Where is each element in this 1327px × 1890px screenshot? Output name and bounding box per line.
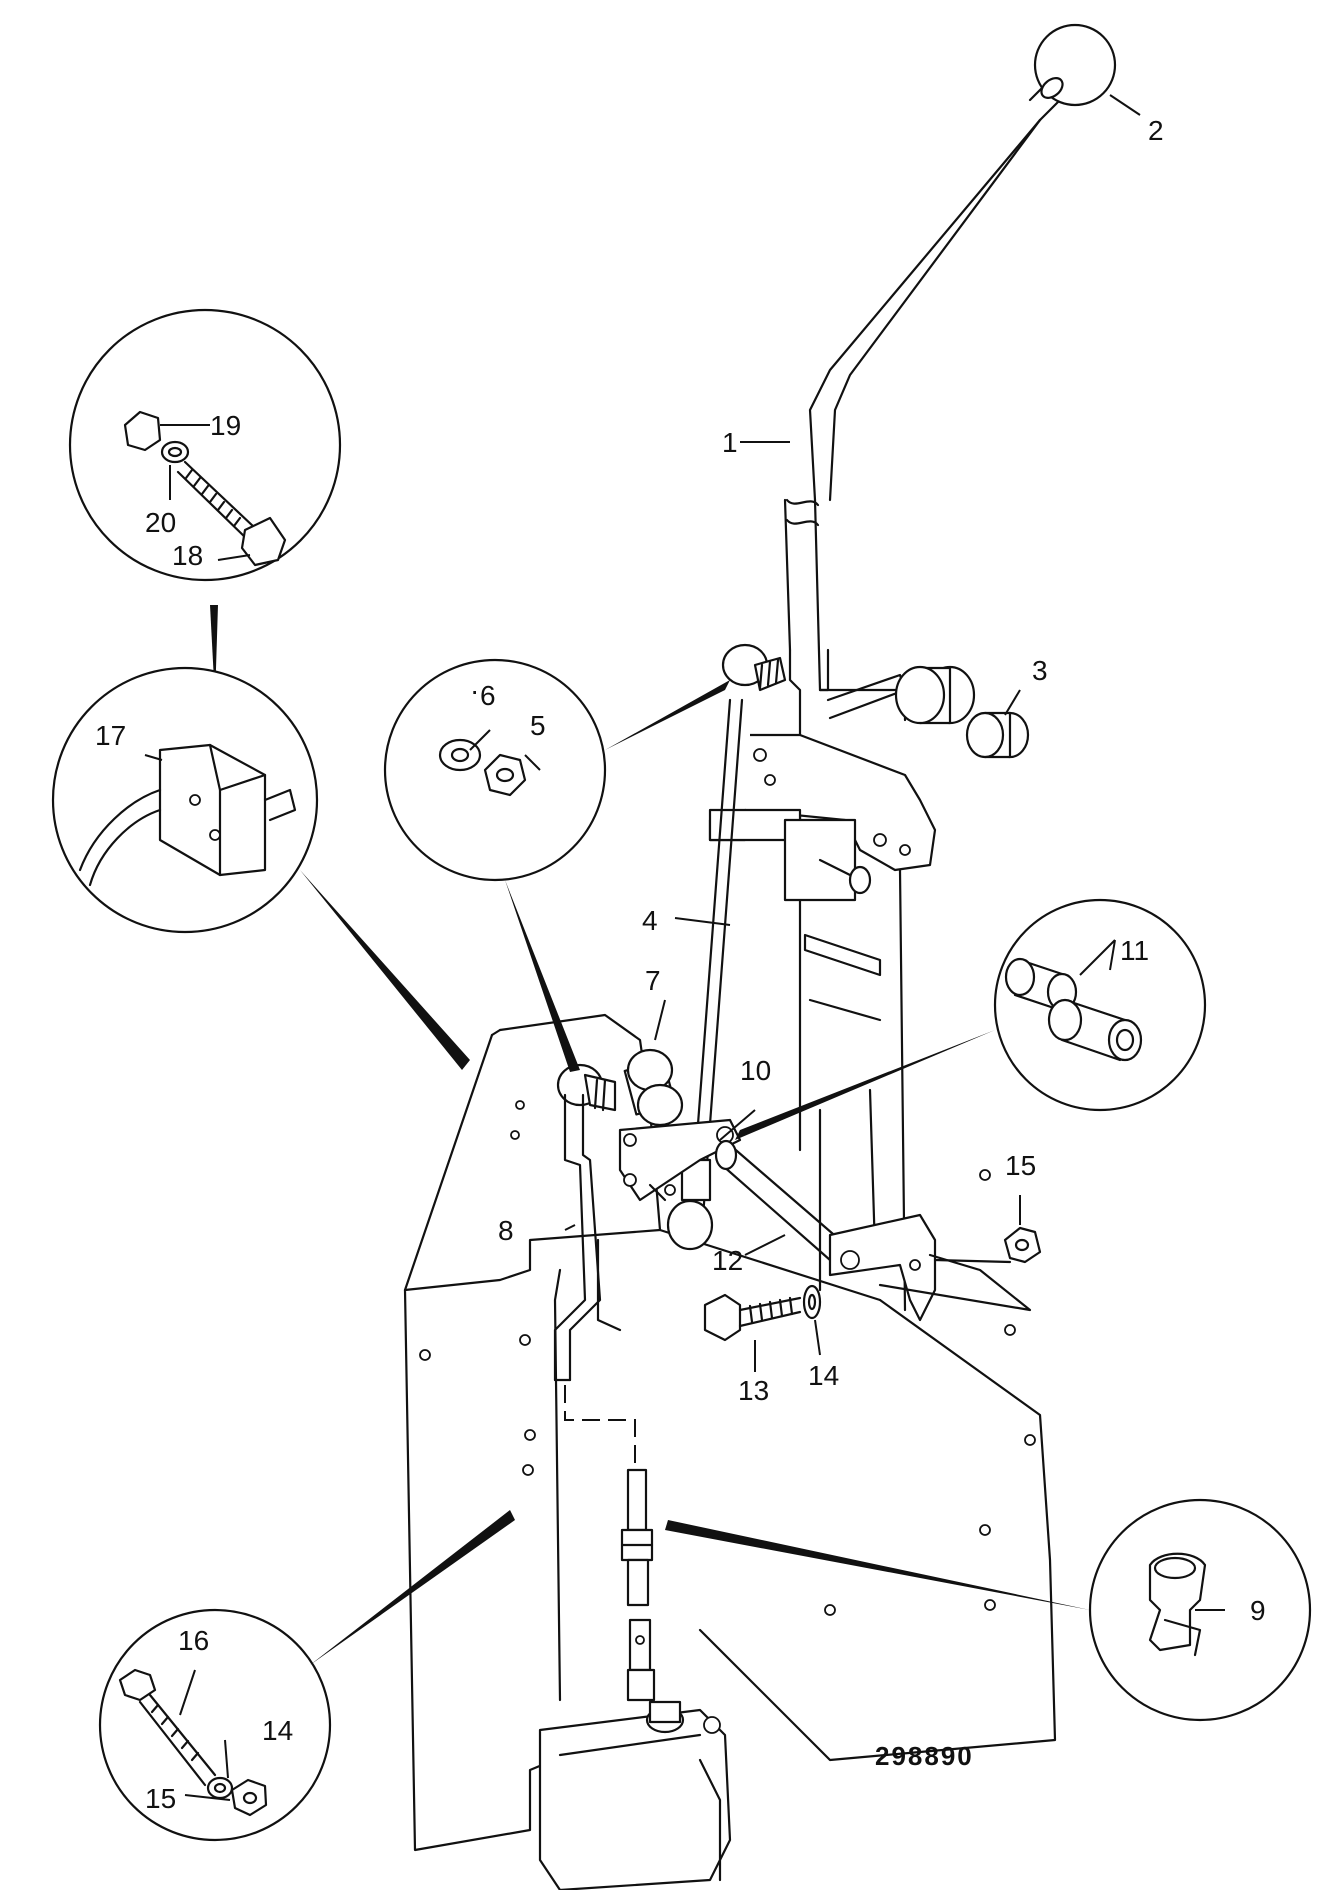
callout-19: 19 xyxy=(210,410,241,441)
bolt-13 xyxy=(703,1284,822,1342)
nut-15-main xyxy=(1003,1226,1042,1264)
detail-leader-1 xyxy=(210,605,218,700)
lever-knob xyxy=(1033,23,1117,107)
callout-14: 14 xyxy=(808,1360,839,1391)
detail-leader-4 xyxy=(505,880,580,1072)
detail-nut-washer xyxy=(383,658,607,882)
callout-6: 6 xyxy=(480,680,496,711)
plate-bushing xyxy=(623,1048,684,1127)
callout-13: 13 xyxy=(738,1375,769,1406)
callout-6-dot: · xyxy=(470,675,479,706)
detail-block xyxy=(51,666,319,934)
callout-11: 11 xyxy=(1120,935,1149,966)
detail-leader-3 xyxy=(605,680,730,750)
detail-leader-7 xyxy=(310,1510,515,1665)
callout-7: 7 xyxy=(645,965,661,996)
callout-10: 10 xyxy=(740,1055,771,1086)
callout-4: 4 xyxy=(642,905,658,936)
callout-18: 18 xyxy=(172,540,203,571)
detail-leader-5 xyxy=(735,1030,995,1140)
detail-leader-2 xyxy=(300,870,470,1070)
callout-15: 15 xyxy=(1005,1150,1036,1181)
link-rod xyxy=(553,1063,617,1382)
callout-14-detail: 14 xyxy=(262,1715,293,1746)
gear-lever-shaft xyxy=(783,78,1062,692)
callout-1: 1 xyxy=(722,427,738,458)
drawing-number: 298890 xyxy=(875,1741,974,1771)
callout-2: 2 xyxy=(1148,115,1164,146)
leader-lines xyxy=(144,94,1225,1801)
bushings xyxy=(826,665,1030,759)
callout-9: 9 xyxy=(1250,1595,1266,1626)
callout-15-detail: 15 xyxy=(145,1783,176,1814)
callout-5: 5 xyxy=(530,710,546,741)
detail-bolt-assembly xyxy=(68,308,342,582)
detail-bushing-pair xyxy=(993,898,1207,1112)
detail-leader-6 xyxy=(665,1520,1090,1610)
actuator-box xyxy=(538,1700,732,1890)
callout-8: 8 xyxy=(498,1215,514,1246)
callout-12: 12 xyxy=(712,1245,743,1276)
pivot-shaft xyxy=(714,1139,1032,1322)
cable-connector xyxy=(620,1468,656,1702)
callout-17: 17 xyxy=(95,720,126,751)
callout-20: 20 xyxy=(145,507,176,538)
detail-bolt-bottom xyxy=(98,1608,332,1842)
callout-3: 3 xyxy=(1032,655,1048,686)
callout-16: 16 xyxy=(178,1625,209,1656)
